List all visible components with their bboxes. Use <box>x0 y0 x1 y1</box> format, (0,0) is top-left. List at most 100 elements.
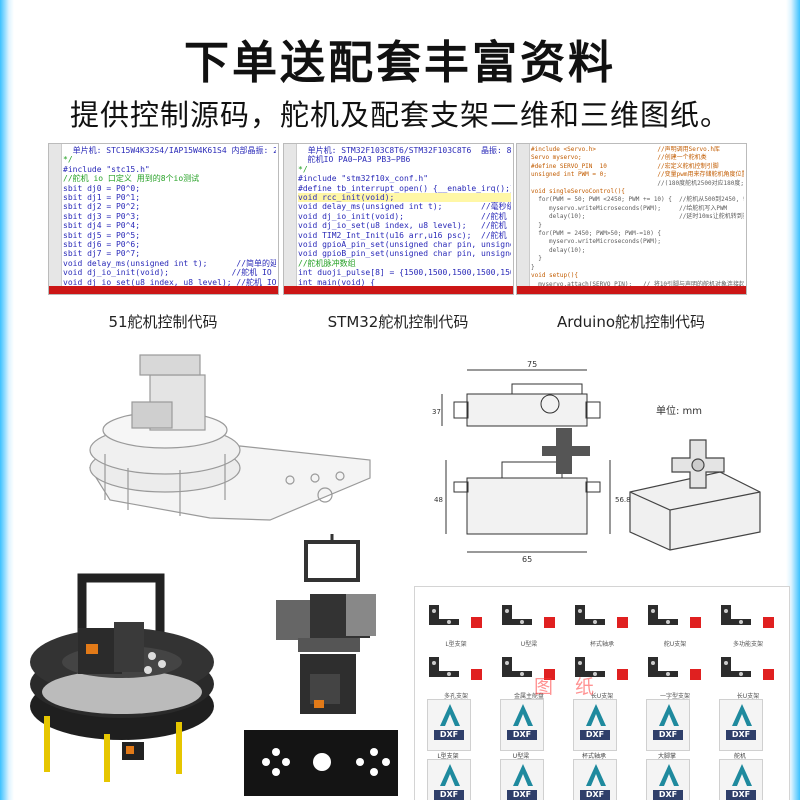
dxf-tag: DXF <box>580 790 610 800</box>
bracket-icon <box>648 605 678 625</box>
bracket-item: 长U支架 <box>713 643 783 703</box>
dim-height: 37 <box>432 408 441 416</box>
bracket-icon <box>721 657 751 677</box>
bracket-item: 金属主舵盘 <box>494 643 564 703</box>
dxf-file-icon: DXF <box>719 759 763 800</box>
dxf-file-icon: DXF <box>427 699 471 751</box>
code-line: unsigned int PWM = 0; //变量pwm用来存储舵机角度位置,… <box>531 171 744 179</box>
code-line: void singleServoControl(){ <box>531 188 625 196</box>
dim-body-height: 48 <box>434 496 443 504</box>
file-badge-icon <box>544 617 555 628</box>
bracket-icon <box>429 605 459 625</box>
autocad-logo-icon <box>513 764 533 786</box>
bracket-item: 长U支架 <box>567 643 637 703</box>
code-lines: 单片机: STM32F103C8T6/STM32F103C8T6 晶振: 8 舵… <box>298 146 511 286</box>
line-gutter <box>517 144 530 286</box>
autocad-logo-icon <box>586 704 606 726</box>
bracket-item: 舵U支架 <box>640 591 710 651</box>
bracket-item: L型支架 <box>421 591 491 651</box>
unit-label: 单位: mm <box>656 406 703 417</box>
dxf-file-label: L型支架 <box>437 753 459 760</box>
servo-2d-drawing: 75 37 56.8 48 65 <box>432 360 631 564</box>
bracket-item: 杯式轴承 <box>567 591 637 651</box>
status-bar <box>49 286 278 294</box>
autocad-logo-icon <box>659 704 679 726</box>
code-line: #define tb_interrupt_open() {__enable_ir… <box>298 183 511 193</box>
code-panel-51: 单片机: STC15W4K32S4/IAP15W4K61S4 内部晶振: 22.… <box>48 143 279 295</box>
code-line: 单片机: STC15W4K32S4/IAP15W4K61S4 内部晶振: 22.… <box>72 146 276 155</box>
autocad-logo-icon <box>732 764 752 786</box>
bracket-icon <box>575 657 605 677</box>
code-line: void dj_io_init(void); //舵机 IO 初始化 <box>63 268 272 278</box>
dxf-file-icon: DXF <box>500 699 544 751</box>
dxf-tag: DXF <box>507 730 537 740</box>
code-line: void gpioB_pin_set(unsigned char pin, un… <box>298 249 511 259</box>
code-line: int main(void) { <box>298 277 376 286</box>
file-badge-icon <box>690 669 701 680</box>
bracket-label: 一字型支架 <box>659 693 690 700</box>
code-line: #include "stm32f10x_conf.h" <box>298 174 429 184</box>
dxf-tag: DXF <box>653 730 683 740</box>
code-line: void dj_io_set(u8 index, u8 level); //舵机… <box>298 221 511 231</box>
autocad-logo-icon <box>586 764 606 786</box>
code-line: for(PWM = 2450; PWM>50; PWM-=10) { <box>531 230 662 238</box>
code-line: 舵机IO PA0~PA3 PB3~PB6 <box>298 155 411 165</box>
code-line: */ <box>298 164 308 174</box>
code-line: } <box>531 263 535 271</box>
autocad-logo-icon <box>440 764 460 786</box>
code-line: void setup(){ <box>531 272 578 280</box>
autocad-logo-icon <box>440 704 460 726</box>
code-line: sbit dj1 = P0^1; <box>63 193 141 203</box>
code-line: //舵机脉冲数组 <box>298 258 356 268</box>
dxf-file-label: 舵机 <box>733 753 746 760</box>
dxf-file-icon: DXF <box>719 699 763 751</box>
dxf-tag: DXF <box>507 790 537 800</box>
bracket-icon <box>648 657 678 677</box>
dxf-tag: DXF <box>580 730 610 740</box>
caption-arduino: Arduino舵机控制代码 <box>556 313 706 331</box>
dxf-file-icon: DXF <box>427 759 471 800</box>
watermark: 图纸 <box>534 676 617 698</box>
file-badge-icon <box>763 617 774 628</box>
bracket-icon <box>721 605 751 625</box>
file-badge-icon <box>471 669 482 680</box>
file-badge-icon <box>763 669 774 680</box>
dxf-file-label: 杯式轴承 <box>581 753 606 760</box>
code-line: void TIM2_Int_Init(u16 arr,u16 psc); //舵… <box>298 230 511 240</box>
autocad-logo-icon <box>732 704 752 726</box>
dim-bottom-width: 65 <box>522 555 532 564</box>
code-line: delay(10); <box>531 246 586 254</box>
dxf-file-icon: DXF <box>573 759 617 800</box>
bracket-label: 杯式轴承 <box>589 641 614 648</box>
code-line: void delay_ms(unsigned int t); //简单的延时 <box>63 258 276 268</box>
code-line: #define SERVO_PIN 10 //宏定义舵机控制引脚 <box>531 162 719 170</box>
code-line: void delay_ms(unsigned int t); //毫秒级别延时 <box>298 202 511 212</box>
bracket-label: 长U支架 <box>736 693 760 700</box>
code-line: myservo.attach(SERVO_PIN); // 将10引脚与声明的舵… <box>531 280 744 287</box>
dxf-file-label: 大脚掌 <box>657 753 676 760</box>
bracket-label: 舵U支架 <box>663 641 687 648</box>
bracket-label: 多功能支架 <box>732 641 763 648</box>
code-panel-stm32: 单片机: STM32F103C8T6/STM32F103C8T6 晶振: 8 舵… <box>283 143 514 295</box>
servo-3d-drawing <box>629 439 761 551</box>
page-title: 下单送配套丰富资料 <box>183 36 616 89</box>
dim-top-width: 75 <box>527 360 537 369</box>
code-line: for(PWM = 50; PWM <2450; PWM += 10) { //… <box>538 196 744 204</box>
code-line: delay(10); //延时10ms让舵机转到指定位置 <box>531 213 744 221</box>
code-line: void gpioA_pin_set(unsigned char pin, un… <box>298 240 511 250</box>
code-line: void dj_io_init(void); //舵机 IO 口初始化 <box>298 211 507 221</box>
dim-total-height: 56.8 <box>615 496 631 504</box>
bracket-icon <box>429 657 459 677</box>
dxf-file-icon: DXF <box>646 759 690 800</box>
code-line: myservo.writeMicroseconds(PWM); <box>531 238 662 246</box>
autocad-logo-icon <box>513 704 533 726</box>
dxf-file-icon: DXF <box>646 699 690 751</box>
bracket-icon <box>502 605 532 625</box>
bracket-label: 金属主舵盘 <box>513 693 544 700</box>
page-subtitle: 提供控制源码，舵机及配套支架二维和三维图纸。 <box>69 98 730 132</box>
file-badge-icon <box>617 669 628 680</box>
code-line: } <box>531 221 542 229</box>
dxf-tag: DXF <box>434 730 464 740</box>
